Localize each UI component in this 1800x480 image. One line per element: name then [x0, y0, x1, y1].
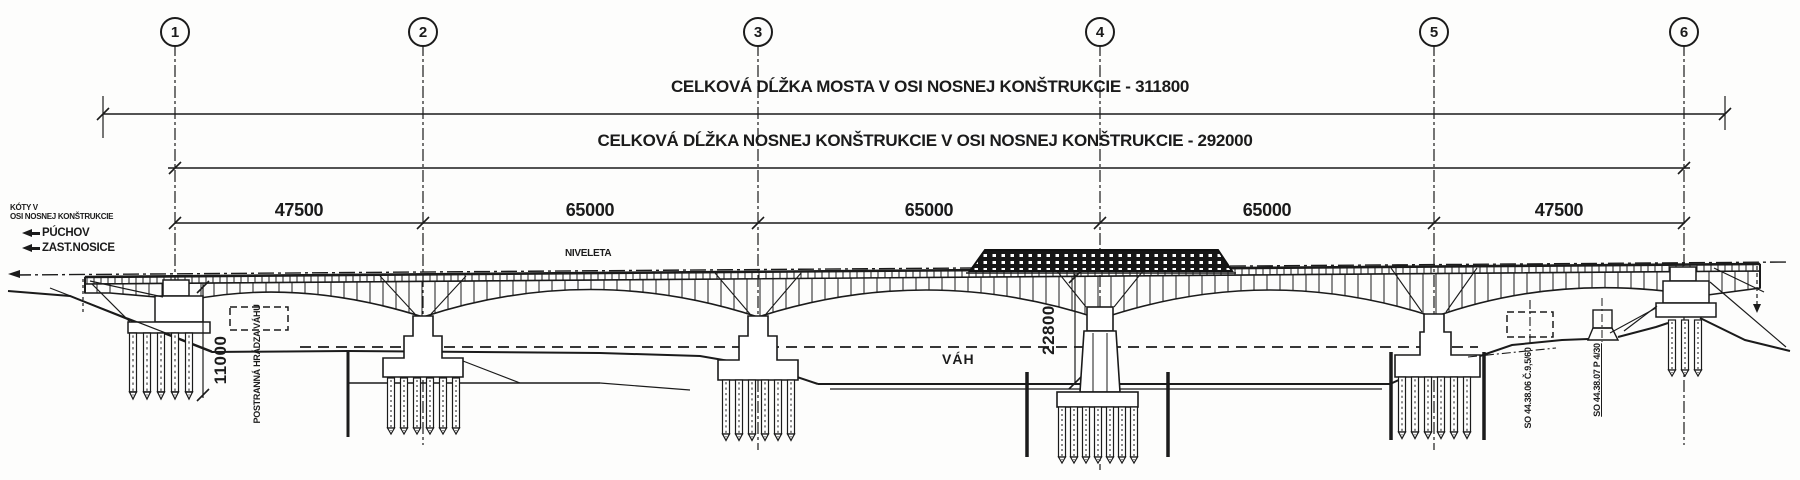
axis-number: 3	[753, 23, 763, 41]
bridge-deck	[8, 249, 1789, 320]
arrow-left-icon	[22, 244, 40, 252]
axis-bubble-3: 3	[743, 17, 773, 47]
note-line-2: OSI NOSNEJ KONŠTRUKCIE	[10, 212, 114, 221]
pier-5	[1389, 313, 1486, 440]
span-dimension-2: 65000	[565, 200, 615, 220]
total-superstructure-length-dimension: CELKOVÁ DĹŽKA NOSNEJ KONŠTRUKCIE V OSI N…	[597, 131, 1253, 150]
vertical-dimensions	[196, 270, 1082, 402]
span-dimension-3: 65000	[904, 200, 954, 220]
niveleta-label: NIVELETA	[565, 248, 612, 259]
axis-bubble-5: 5	[1419, 17, 1449, 47]
abutment-1	[49, 279, 213, 400]
axis-number: 4	[1095, 23, 1105, 41]
note-line-1: KÓTY V	[10, 203, 38, 212]
span-dimension-1: 47500	[274, 200, 324, 220]
axis-bubble-2: 2	[408, 17, 438, 47]
levee-note: POSTRANNÁ HRÁDZA VÁHU	[252, 304, 262, 424]
dashed-outlines	[229, 298, 1657, 358]
pier-3	[717, 315, 799, 442]
axis-bubble-6: 6	[1669, 17, 1699, 47]
axis-number: 1	[170, 23, 180, 41]
so-object-note-1: SO 44.38.06 Č.9,5/60	[1523, 347, 1533, 429]
span-dimension-4: 65000	[1242, 200, 1292, 220]
direction-label: PÚCHOV	[42, 227, 90, 239]
axis-bubble-4: 4	[1085, 17, 1115, 47]
pier-4	[1025, 306, 1170, 464]
abutment-6	[1623, 266, 1787, 377]
axis-number: 6	[1679, 23, 1689, 41]
direction-zast-nosice: ZAST.NOSICE	[22, 242, 115, 254]
axis-number: 2	[418, 23, 428, 41]
arrow-left-icon	[22, 229, 40, 237]
pier-2	[382, 315, 464, 435]
direction-label: ZAST.NOSICE	[42, 242, 115, 254]
dimension-reference-note: KÓTY V OSI NOSNEJ KONŠTRUKCIE	[10, 203, 114, 221]
pier-height-dimension: 22800	[1039, 305, 1058, 355]
so-object-note-2: SO 44.38.07 P 4/30	[1592, 343, 1602, 417]
total-bridge-length-dimension: CELKOVÁ DĹŽKA MOSTA V OSI NOSNEJ KONŠTRU…	[670, 77, 1190, 96]
axis-bubble-1: 1	[160, 17, 190, 47]
span-dimension-5: 47500	[1534, 200, 1584, 220]
river-vah-label: VÁH	[942, 351, 975, 367]
axis-number: 5	[1429, 23, 1439, 41]
direction-puchov: PÚCHOV	[22, 227, 90, 239]
abutment-depth-dimension: 11000	[211, 335, 230, 385]
dimension-lines	[96, 96, 1732, 230]
